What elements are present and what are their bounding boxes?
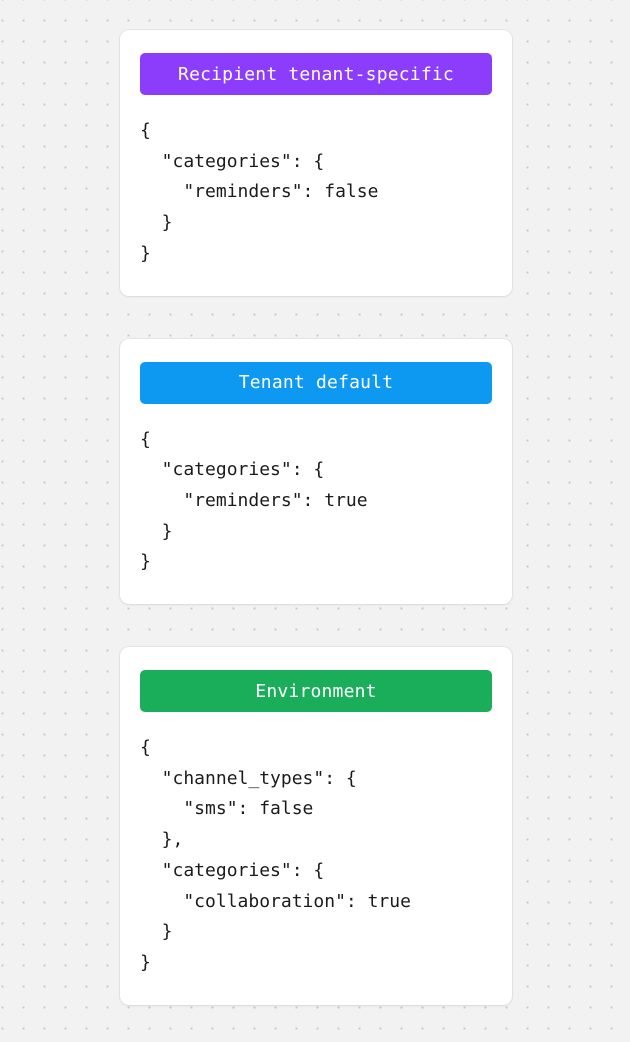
card-tenant-default: Tenant default { "categories": { "remind… bbox=[120, 338, 512, 605]
badge-recipient-tenant-specific: Recipient tenant-specific bbox=[140, 53, 492, 95]
json-block-tenant-default: { "categories": { "reminders": true } } bbox=[140, 428, 368, 573]
badge-tenant-default: Tenant default bbox=[140, 361, 492, 404]
json-block-environment: { "channel_types": { "sms": false }, "ca… bbox=[140, 737, 411, 973]
json-block-recipient-tenant-specific: { "categories": { "reminders": false } } bbox=[140, 120, 379, 264]
card-recipient-tenant-specific: Recipient tenant-specific { "categories"… bbox=[120, 30, 512, 296]
badge-environment: Environment bbox=[140, 670, 492, 713]
card-environment: Environment { "channel_types": { "sms": … bbox=[120, 647, 512, 1005]
override-cards-stack: Recipient tenant-specific { "categories"… bbox=[120, 30, 512, 1005]
